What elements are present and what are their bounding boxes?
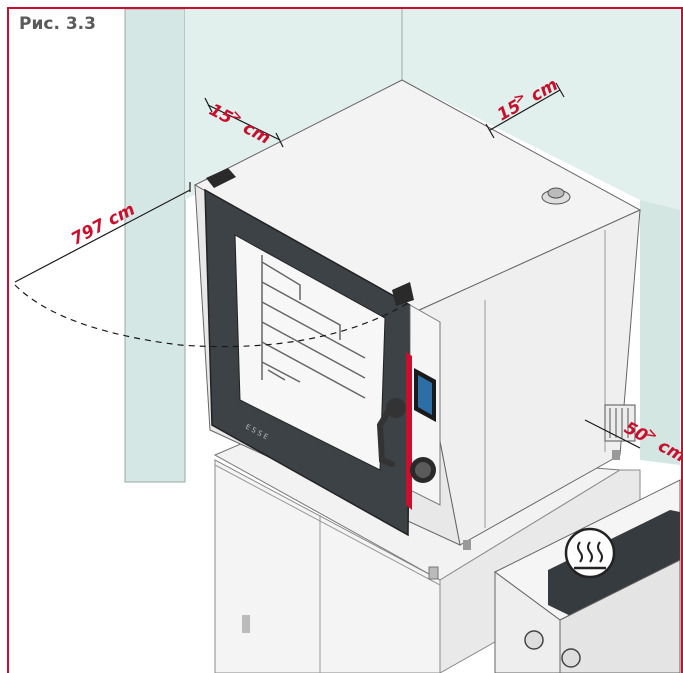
door-handle-icon	[376, 398, 406, 467]
door-swing-arc	[14, 284, 411, 348]
stand-front	[214, 459, 441, 673]
wall-column	[124, 8, 186, 483]
touch-display-icon	[414, 368, 436, 422]
left-clearance-line	[207, 104, 281, 141]
oven-feet	[463, 450, 620, 550]
control-panel-red-trim	[406, 352, 412, 510]
right-wall-shade	[640, 200, 680, 465]
control-knob-icon	[410, 457, 436, 483]
back-wall	[185, 9, 680, 460]
rear-clearance-line	[489, 89, 561, 131]
right-clearance-line	[584, 419, 641, 449]
vent-grille	[604, 404, 636, 442]
cooktop-side	[559, 559, 681, 673]
figure-label: Рис. 3.3	[14, 12, 101, 36]
hinge-brackets	[206, 168, 414, 306]
oven-racks	[261, 255, 366, 399]
dimension-lines	[14, 82, 641, 449]
control-knob-icon	[524, 630, 581, 668]
oven-window	[234, 234, 386, 471]
door-swing-line	[14, 189, 191, 283]
figure-frame	[7, 7, 683, 673]
walls	[9, 8, 680, 483]
hot-surface-icon	[564, 527, 616, 579]
combi-oven: E S S E	[193, 79, 642, 550]
exhaust-vent	[541, 187, 571, 205]
back-wall-left	[185, 9, 402, 200]
cooktop-front	[494, 571, 561, 673]
